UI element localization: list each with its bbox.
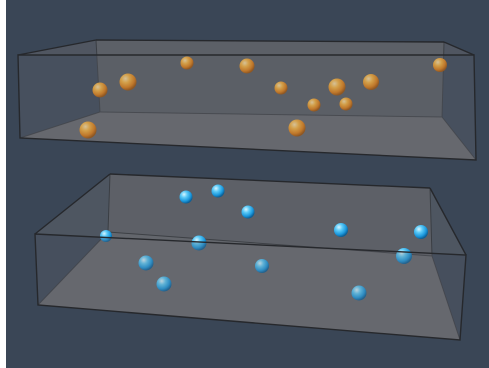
lower-box-edge [429, 187, 433, 257]
orange-particle [180, 56, 194, 70]
blue-particle [241, 205, 255, 219]
orange-particle [239, 58, 255, 74]
upper-box-edge [95, 39, 101, 113]
lower-box-edge [37, 231, 109, 306]
orange-particle [339, 97, 353, 111]
lower-box-edge [429, 187, 467, 256]
blue-particle [255, 259, 269, 273]
orange-particle [92, 82, 108, 98]
orange-particle [363, 74, 379, 90]
orange-particle [119, 73, 137, 91]
lower-box-edge [107, 231, 433, 257]
blue-particle [334, 223, 348, 237]
upper-box-edge [99, 111, 443, 118]
orange-particle [433, 58, 447, 72]
upper-box-edge [443, 41, 475, 56]
upper-box-top-face [18, 40, 474, 55]
upper-box-edge [17, 39, 97, 56]
lower-box [34, 173, 467, 341]
upper-box-front-face [18, 55, 476, 160]
upper-box-bottom-face [20, 112, 476, 160]
orange-particle [288, 119, 306, 137]
lower-box-edge [431, 255, 461, 341]
orange-particle [274, 81, 288, 95]
lower-box-edge [107, 173, 111, 233]
blue-particle [414, 225, 428, 239]
lower-box-edge [109, 173, 431, 189]
blue-particle [191, 235, 207, 251]
blue-particle [351, 285, 367, 301]
blue-particle [100, 230, 112, 242]
lower-particles [100, 184, 428, 301]
lower-box-edge [34, 173, 111, 235]
upper-box-front-edges [17, 54, 477, 161]
lower-box-front-edges [34, 233, 467, 341]
orange-particle [79, 121, 97, 139]
upper-box-edge [19, 111, 101, 139]
upper-particles [79, 56, 447, 139]
blue-particle [179, 190, 193, 204]
upper-box [17, 39, 477, 161]
blue-particle [156, 276, 172, 292]
blue-particle [211, 184, 225, 198]
orange-particle [328, 78, 346, 96]
upper-box-edge [95, 39, 445, 43]
blue-particle [138, 255, 154, 271]
orange-particle [307, 98, 321, 112]
upper-box-edge [441, 116, 477, 161]
